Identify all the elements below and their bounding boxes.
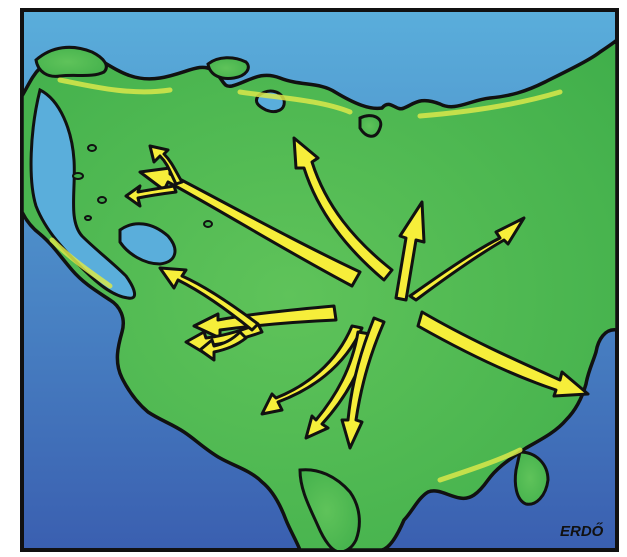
arrow-west (124, 184, 178, 208)
southern-peninsula (298, 468, 361, 550)
island-2 (87, 144, 97, 152)
migration-arrows (124, 136, 590, 450)
arctic-island (206, 56, 250, 80)
arrow-south-southwest (260, 324, 364, 416)
arrow-north-northeast (394, 200, 426, 302)
island-5 (203, 220, 213, 228)
arrow-northwest (138, 166, 362, 288)
inland-sea-middle (118, 222, 177, 266)
arrow-northwest-upper (148, 144, 184, 186)
artist-signature: ERDŐ (560, 522, 604, 540)
inland-sea-west (29, 87, 136, 300)
island-3 (97, 196, 107, 204)
coast-highlights (49, 77, 563, 483)
southeast-peninsula (513, 450, 550, 506)
landmass-north (34, 45, 108, 78)
arrow-west-southwest (192, 304, 338, 340)
arrow-far-west (158, 266, 260, 332)
arrow-southeast (416, 310, 590, 398)
island-4 (84, 215, 92, 221)
arrow-southwest-short (198, 330, 248, 362)
arrow-south-deep (340, 316, 386, 450)
island-1 (72, 172, 84, 180)
arrow-northeast (408, 216, 526, 302)
northeast-peninsula (358, 114, 383, 138)
arrow-north (292, 136, 394, 282)
